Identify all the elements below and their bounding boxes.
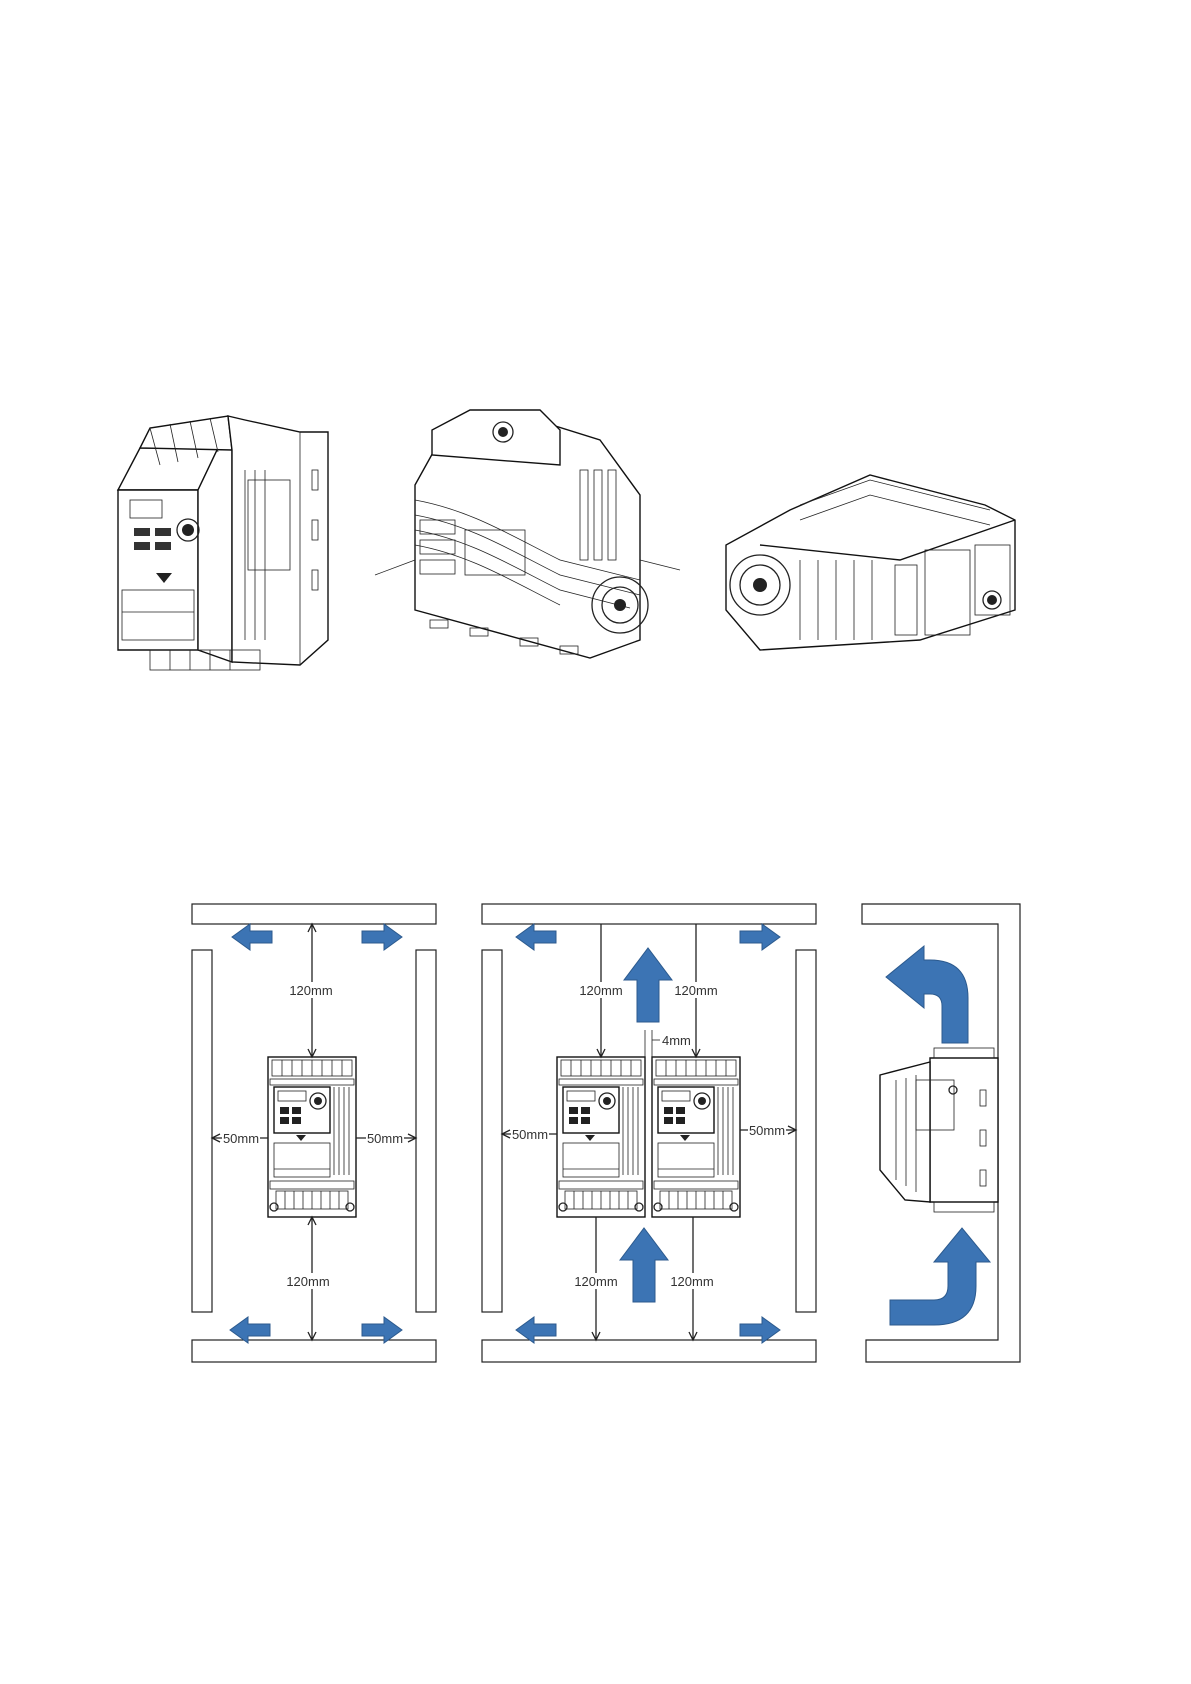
single-right-clearance: 50mm xyxy=(367,1131,403,1146)
product-view-front xyxy=(118,416,328,670)
side-right-clearance: 50mm xyxy=(749,1123,785,1138)
arrow-out-top-left xyxy=(516,924,556,950)
product-view-side xyxy=(375,410,680,658)
clearance-single: 120mm 120mm 50mm 50mm xyxy=(192,904,436,1362)
arrow-out-top-right xyxy=(362,924,402,950)
arrow-air-up-bottom xyxy=(620,1228,668,1302)
drive-unit-right xyxy=(652,1057,740,1217)
arrow-out-top-left xyxy=(232,924,272,950)
product-view-rear xyxy=(726,475,1015,650)
arrow-out-bottom-right xyxy=(362,1317,402,1343)
bottom-wall xyxy=(192,1340,436,1362)
arrow-out-bottom-left xyxy=(516,1317,556,1343)
drive-side-profile xyxy=(880,1048,998,1212)
side-bottom-left-clearance: 120mm xyxy=(574,1274,617,1289)
arrow-out-bottom-left xyxy=(230,1317,270,1343)
top-wall xyxy=(482,904,816,924)
drive-unit-left xyxy=(557,1057,645,1217)
side-top-right-clearance: 120mm xyxy=(674,983,717,998)
right-wall xyxy=(796,950,816,1312)
side-top-left-clearance: 120mm xyxy=(579,983,622,998)
top-wall xyxy=(192,904,436,924)
side-bottom-right-clearance: 120mm xyxy=(670,1274,713,1289)
arrow-curve-bottom xyxy=(890,1228,990,1325)
drive-unit xyxy=(268,1057,356,1217)
side-gap-clearance: 4mm xyxy=(662,1033,691,1048)
clearance-profile xyxy=(862,904,1020,1362)
arrow-out-top-right xyxy=(740,924,780,950)
side-left-clearance: 50mm xyxy=(512,1127,548,1142)
bottom-wall xyxy=(482,1340,816,1362)
arrow-curve-top xyxy=(886,946,968,1043)
arrow-out-bottom-right xyxy=(740,1317,780,1343)
clearance-side-by-side: 120mm 120mm 4mm 120mm 120mm 50mm 50mm xyxy=(482,904,816,1362)
right-wall xyxy=(416,950,436,1312)
arrow-air-up-top xyxy=(624,948,672,1022)
left-wall xyxy=(192,950,212,1312)
single-top-clearance: 120mm xyxy=(289,983,332,998)
single-bottom-clearance: 120mm xyxy=(286,1274,329,1289)
left-wall xyxy=(482,950,502,1312)
single-left-clearance: 50mm xyxy=(223,1131,259,1146)
